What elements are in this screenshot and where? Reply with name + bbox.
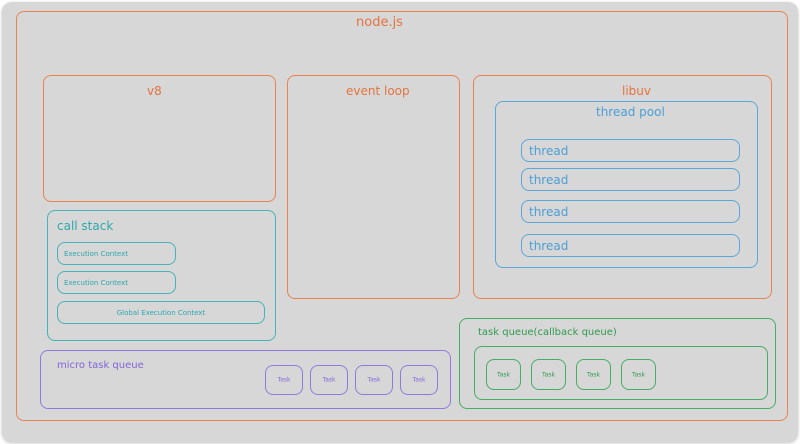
callback-task-label: Task	[587, 371, 600, 378]
micro-task-item: Task	[265, 365, 303, 395]
micro-task-item: Task	[400, 365, 438, 395]
v8-label: v8	[147, 84, 162, 98]
nodejs-title: node.js	[356, 15, 403, 30]
task-queue-box	[459, 318, 776, 409]
micro-task-label: Task	[322, 376, 336, 384]
callback-task-item: Task	[486, 359, 521, 390]
micro-task-item: Task	[355, 365, 393, 395]
thread-pool-label: thread pool	[596, 105, 665, 119]
micro-task-label: Task	[367, 376, 381, 384]
execution-context-label: Execution Context	[64, 278, 128, 287]
thread-item: thread	[521, 168, 740, 191]
libuv-label: libuv	[622, 84, 651, 98]
thread-label: thread	[529, 172, 569, 187]
v8-box	[43, 75, 276, 202]
execution-context-label: Execution Context	[64, 249, 128, 258]
execution-context: Execution Context	[57, 271, 176, 294]
micro-task-label: Task	[412, 376, 426, 384]
thread-item: thread	[521, 200, 740, 223]
thread-pool-box	[495, 101, 758, 268]
callback-task-item: Task	[531, 359, 566, 390]
thread-item: thread	[521, 139, 740, 162]
event-loop-box	[287, 75, 460, 299]
thread-label: thread	[529, 143, 569, 158]
micro-task-label: Task	[277, 376, 291, 384]
libuv-box	[473, 75, 772, 299]
thread-item: thread	[521, 234, 740, 257]
event-loop-label: event loop	[346, 84, 410, 98]
micro-task-item: Task	[310, 365, 348, 395]
global-execution-context-label: Global Execution Context	[116, 308, 206, 317]
callback-task-label: Task	[632, 371, 645, 378]
thread-label: thread	[529, 238, 569, 253]
micro-task-queue-box	[40, 350, 451, 409]
micro-task-queue-label: micro task queue	[57, 360, 144, 371]
callback-task-label: Task	[542, 371, 555, 378]
task-queue-label: task queue(callback queue)	[478, 327, 617, 338]
execution-context: Execution Context	[57, 242, 176, 265]
thread-label: thread	[529, 204, 569, 219]
callback-task-item: Task	[576, 359, 611, 390]
call-stack-box	[47, 210, 276, 341]
callback-task-label: Task	[497, 371, 510, 378]
task-queue-inner	[474, 346, 768, 400]
nodejs-container	[16, 11, 788, 421]
global-execution-context: Global Execution Context	[57, 301, 265, 324]
call-stack-label: call stack	[57, 219, 114, 233]
callback-task-item: Task	[621, 359, 656, 390]
